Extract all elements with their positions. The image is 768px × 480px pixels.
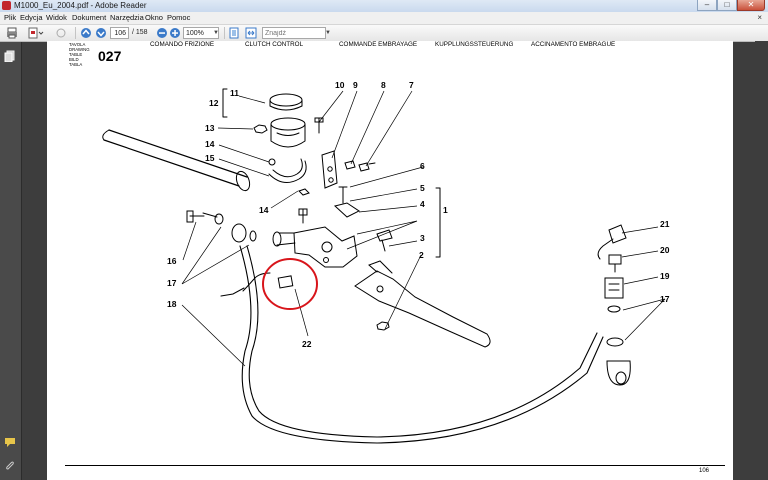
page-number-footer: 106 (699, 468, 710, 474)
footer-line (65, 465, 725, 466)
share-icon[interactable] (55, 27, 67, 39)
callout-20: 20 (660, 245, 670, 255)
callout-13: 13 (205, 123, 215, 133)
close-button[interactable]: ✕ (737, 0, 765, 11)
page-total-label: / 158 (132, 29, 148, 36)
menu-tools[interactable]: Narzędzia (110, 13, 144, 22)
callout-18: 18 (167, 299, 177, 309)
fit-width-icon[interactable] (245, 27, 257, 39)
title-italian: COMANDO FRIZIONE (150, 41, 215, 48)
close-document-icon[interactable]: × (757, 13, 762, 22)
callout-21: 21 (660, 219, 670, 229)
fit-page-icon[interactable] (228, 27, 240, 39)
callout-16: 16 (167, 256, 177, 266)
zoom-out-icon[interactable] (156, 27, 168, 39)
navigation-panel (0, 42, 22, 480)
callout-6: 6 (420, 161, 425, 171)
window-controls: – □ ✕ (697, 0, 765, 11)
header-label-tabla: TABLA (69, 62, 83, 67)
callout-14-lower: 14 (259, 205, 269, 215)
next-page-icon[interactable] (95, 27, 107, 39)
pdf-page: TAVOLA DRAWING TABLE BILD TABLA 027 COMA… (47, 41, 733, 480)
drawing-number: 027 (98, 48, 122, 64)
callout-15: 15 (205, 153, 215, 163)
callout-22: 22 (302, 339, 312, 349)
export-icon[interactable] (28, 27, 44, 39)
callout-14-upper: 14 (205, 139, 215, 149)
adobe-reader-icon (2, 1, 11, 10)
toolbar: / 158 ▼ ▼ (0, 25, 768, 42)
comments-icon[interactable] (4, 436, 16, 448)
callout-9: 9 (353, 80, 358, 90)
callout-11: 11 (230, 88, 239, 98)
menu-view[interactable]: Widok (46, 13, 67, 22)
title-english: CLUTCH CONTROL (245, 41, 304, 48)
callout-12: 12 (209, 98, 219, 108)
menu-document[interactable]: Dokument (72, 13, 107, 22)
toolbar-separator (75, 27, 76, 39)
window-title: M1000_Eu_2004.pdf - Adobe Reader (14, 1, 147, 10)
callout-19: 19 (660, 271, 670, 281)
toolbar-separator (224, 27, 225, 39)
attachment-icon[interactable] (4, 460, 16, 472)
zoom-select[interactable] (183, 27, 219, 39)
header-label-drawing: DRAWING (69, 47, 90, 52)
header-label-bild: BILD (69, 57, 79, 62)
menu-bar: Plik Edycja Widok Dokument Narzędzia Okn… (0, 12, 768, 25)
callout-17-left: 17 (167, 278, 177, 288)
pages-icon[interactable] (4, 50, 16, 63)
zoom-in-icon[interactable] (169, 27, 181, 39)
menu-window[interactable]: Okno (145, 13, 163, 22)
minimize-button[interactable]: – (697, 0, 717, 11)
callout-17-right: 17 (660, 294, 670, 304)
maximize-button[interactable]: □ (717, 0, 737, 11)
header-label-tavola: TAVOLA (69, 42, 86, 47)
callout-5: 5 (420, 183, 425, 193)
search-input[interactable] (262, 27, 326, 39)
print-icon[interactable] (6, 27, 18, 39)
exploded-parts-diagram: 11 12 10 9 8 7 13 14 15 14 6 5 4 1 3 2 1… (102, 80, 670, 444)
menu-edit[interactable]: Edycja (20, 13, 43, 22)
callout-7: 7 (409, 80, 414, 90)
callout-8: 8 (381, 80, 386, 90)
callout-10: 10 (335, 80, 345, 90)
previous-page-icon[interactable] (80, 27, 92, 39)
title-french: COMMANDE EMBRAYAGE (339, 41, 418, 48)
menu-file[interactable]: Plik (4, 13, 17, 22)
chevron-down-icon[interactable]: ▼ (213, 30, 219, 36)
title-spanish: ACCINAMENTO EMBRAGUE (531, 41, 616, 48)
callout-1: 1 (443, 205, 448, 215)
page-number-input[interactable] (110, 27, 129, 39)
highlight-circle (262, 258, 318, 310)
title-german: KUPPLUNGSSTEUERUNG (435, 41, 514, 48)
callout-4: 4 (420, 199, 425, 209)
menu-help[interactable]: Pomoc (167, 13, 191, 22)
callout-3: 3 (420, 233, 425, 243)
search-options-icon[interactable]: ▼ (325, 30, 331, 36)
vertical-scrollbar[interactable] (755, 41, 768, 480)
callout-2: 2 (419, 250, 424, 260)
header-label-table: TABLE (69, 52, 83, 57)
